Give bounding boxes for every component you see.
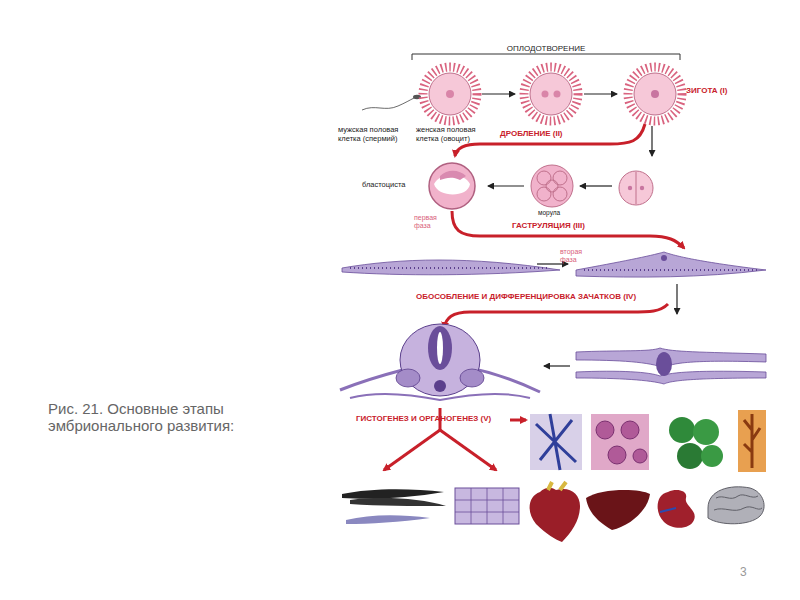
germ-disc-first-phase xyxy=(342,260,560,275)
neural-groove-section xyxy=(576,348,766,384)
zygote xyxy=(628,67,682,121)
blastocyst xyxy=(429,163,475,209)
neural-cross-section xyxy=(340,324,540,400)
page-number: 3 xyxy=(740,566,747,580)
stage-label: ГАСТРУЛЯЦИЯ (III) xyxy=(512,221,585,230)
phase-label: первая фаза xyxy=(414,214,446,230)
phase-label: вторая фаза xyxy=(560,248,592,264)
stage-bracket-label: ОПЛОДОТВОРЕНИЕ xyxy=(507,44,586,53)
morula xyxy=(531,165,573,207)
stage-label: ЗИГОТА (I) xyxy=(686,86,727,95)
cell-label: бластоциста xyxy=(362,181,406,190)
figure-caption: Рис. 21. Основные этапы эмбрионального р… xyxy=(48,400,310,435)
bracket xyxy=(412,54,680,60)
cell-label: женская половая клетка (овоцит) xyxy=(416,126,494,143)
oocyte xyxy=(423,67,477,121)
cell-label: мужская половая клетка (спермий) xyxy=(338,126,412,143)
sperm-cell xyxy=(362,95,421,110)
organ-images xyxy=(342,482,764,542)
tissue-images xyxy=(530,410,766,472)
cell-label: морула xyxy=(538,209,560,216)
stage-label: ГИСТОГЕНЕЗ И ОРГАНОГЕНЕЗ (V) xyxy=(356,414,491,423)
fertilizing-oocyte xyxy=(524,67,578,121)
stage-label: ДРОБЛЕНИЕ (II) xyxy=(500,129,563,138)
stage-label: ОБОСОБЛЕНИЕ И ДИФФЕРЕНЦИРОВКА ЗАЧАТКОВ (… xyxy=(416,292,636,301)
two-cell-stage xyxy=(619,171,653,205)
germ-disc-second-phase xyxy=(576,252,766,277)
